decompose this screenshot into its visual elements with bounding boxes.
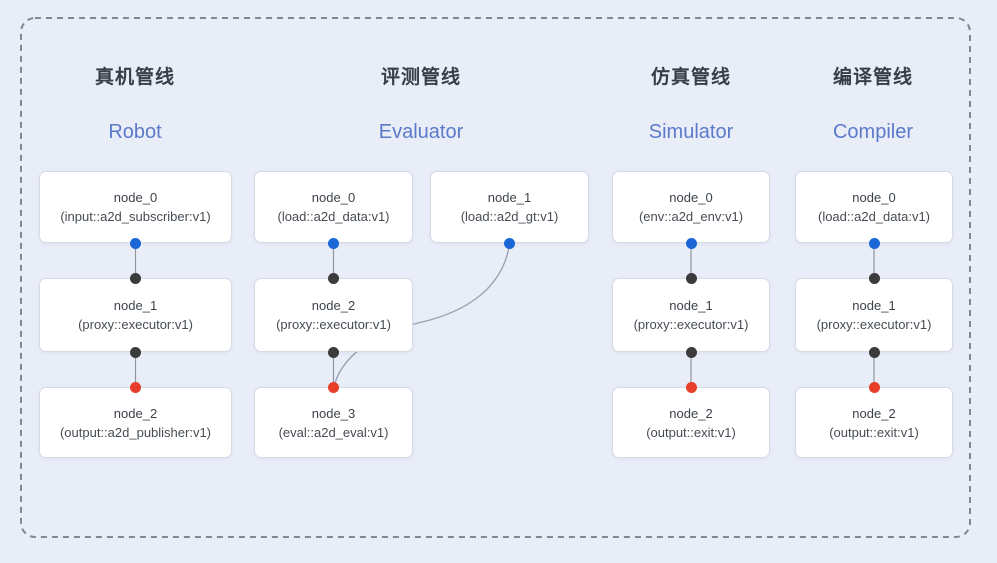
input-port-dot-icon — [130, 272, 141, 284]
node-box-robot-node1: node_1 (proxy::executor:v1) — [39, 278, 232, 352]
node-box-simulator-node0: node_0 (env::a2d_env:v1) — [612, 171, 770, 243]
node-box-compiler-node1: node_1 (proxy::executor:v1) — [795, 278, 953, 352]
node-name: node_0 — [852, 190, 896, 205]
node-box-compiler-node2: node_2 (output::exit:v1) — [795, 387, 953, 458]
input-port-dot-icon — [685, 346, 697, 358]
terminal-port-dot-icon — [868, 381, 880, 393]
input-port-dot-icon — [328, 346, 339, 358]
output-port-dot-icon — [685, 237, 697, 249]
node-name: node_2 — [113, 405, 158, 421]
node-name: node_1 — [113, 298, 158, 313]
node-type: (input::a2d_subscriber:v1) — [60, 209, 211, 224]
dashed-border-frame — [20, 17, 971, 538]
node-box-simulator-node1: node_1 (proxy::executor:v1) — [612, 278, 770, 352]
node-box-evaluator-node3: node_3 (eval::a2d_eval:v1) — [254, 387, 413, 458]
node-box-robot-node0: node_0 (input::a2d_subscriber:v1) — [39, 171, 232, 243]
node-type: (output::exit:v1) — [829, 424, 919, 440]
node-box-compiler-node0: node_0 (load::a2d_data:v1) — [795, 171, 953, 243]
output-port-dot-icon — [130, 237, 141, 249]
node-name: node_0 — [113, 190, 158, 205]
node-name: node_1 — [852, 298, 896, 313]
output-port-dot-icon — [328, 237, 339, 249]
input-port-dot-icon — [868, 346, 880, 358]
node-name: node_2 — [669, 405, 713, 421]
pipeline-title-cn-compiler: 编译管线 — [832, 67, 913, 88]
pipeline-title-en-compiler: Compiler — [832, 121, 914, 143]
node-box-evaluator-node2: node_2 (proxy::executor:v1) — [254, 278, 413, 352]
node-type: (proxy::executor:v1) — [78, 317, 193, 332]
output-port-dot-icon — [504, 237, 515, 249]
node-name: node_0 — [311, 190, 356, 205]
terminal-port-dot-icon — [685, 381, 697, 393]
pipeline-title-cn-simulator: 仿真管线 — [650, 67, 731, 88]
pipeline-title-en-evaluator: Evaluator — [378, 121, 464, 143]
node-box-robot-node2: node_2 (output::a2d_publisher:v1) — [39, 387, 232, 458]
edge-curve-gt-to-eval — [334, 243, 511, 384]
node-type: (env::a2d_env:v1) — [638, 209, 744, 224]
pipeline-title-en-simulator: Simulator — [648, 121, 734, 143]
node-type: (load::a2d_data:v1) — [277, 209, 390, 224]
node-name: node_1 — [669, 298, 713, 313]
node-box-simulator-node2: node_2 (output::exit:v1) — [612, 387, 770, 458]
terminal-port-dot-icon — [328, 381, 339, 393]
node-type: (load::a2d_data:v1) — [817, 209, 931, 224]
node-box-evaluator-node0: node_0 (load::a2d_data:v1) — [254, 171, 413, 243]
input-port-dot-icon — [685, 272, 697, 284]
node-type: (output::exit:v1) — [646, 424, 736, 440]
node-type: (proxy::executor:v1) — [276, 317, 391, 332]
node-type: (proxy::executor:v1) — [633, 317, 749, 332]
pipeline-title-en-robot: Robot — [108, 121, 162, 143]
node-type: (eval::a2d_eval:v1) — [278, 424, 389, 440]
input-port-dot-icon — [328, 272, 339, 284]
input-port-dot-icon — [130, 346, 141, 358]
node-type: (load::a2d_gt:v1) — [460, 209, 559, 224]
node-name: node_0 — [669, 190, 713, 205]
node-box-evaluator-node1: node_1 (load::a2d_gt:v1) — [430, 171, 589, 243]
node-name: node_3 — [311, 405, 356, 421]
terminal-port-dot-icon — [130, 381, 141, 393]
node-name: node_2 — [852, 405, 896, 421]
pipeline-title-cn-evaluator: 评测管线 — [380, 67, 461, 88]
output-port-dot-icon — [868, 237, 880, 249]
node-type: (proxy::executor:v1) — [816, 317, 932, 332]
node-type: (output::a2d_publisher:v1) — [59, 424, 212, 440]
input-port-dot-icon — [868, 272, 880, 284]
node-name: node_2 — [311, 298, 356, 313]
pipeline-title-cn-robot: 真机管线 — [94, 67, 175, 88]
node-name: node_1 — [487, 190, 532, 205]
